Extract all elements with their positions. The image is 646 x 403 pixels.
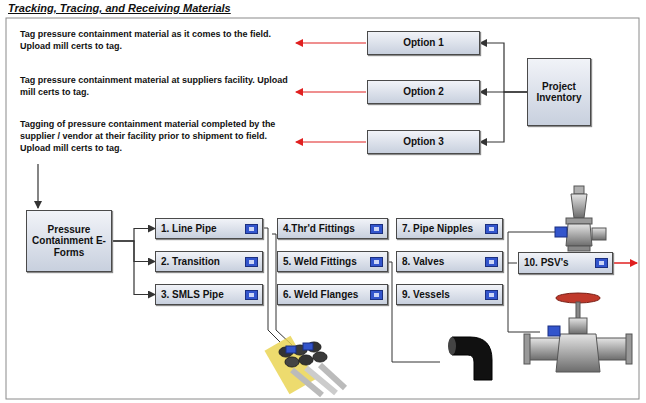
tag-icon	[485, 224, 498, 234]
box-label: Option 1	[403, 37, 444, 49]
tag-icon	[370, 257, 383, 267]
gate-valve	[524, 293, 632, 372]
tag-icon	[485, 290, 498, 300]
red-arrow	[296, 91, 366, 92]
red-arrow	[296, 42, 366, 43]
inventory-box: Project Inventory	[527, 58, 591, 126]
box-label: 6. Weld Flanges	[283, 289, 358, 301]
connector-arrow	[480, 92, 527, 142]
box-label: 7. Pipe Nipples	[402, 223, 473, 235]
material-box: 10. PSV's	[518, 252, 613, 274]
instruction-note: Tag pressure containment material at sup…	[20, 74, 292, 98]
option-box: Option 3	[367, 130, 480, 154]
connector-arrow	[112, 229, 155, 242]
leader-line	[387, 262, 440, 362]
red-arrow	[296, 141, 366, 142]
tag-icon	[245, 290, 258, 300]
tag-icon	[370, 290, 383, 300]
box-label: 1. Line Pipe	[161, 223, 217, 235]
box-label: 8. Valves	[402, 256, 444, 268]
tag-icon	[595, 258, 608, 268]
option-box: Option 2	[367, 80, 480, 104]
box-label: 5. Weld Fittings	[283, 256, 357, 268]
box-label: Project Inventory	[528, 81, 590, 104]
box-label: Pressure Containment E-Forms	[27, 224, 111, 259]
option-box: Option 1	[367, 31, 480, 55]
box-label: 4.Thr'd Fittings	[283, 223, 355, 235]
material-box: 1. Line Pipe	[155, 218, 263, 239]
tag-icon	[485, 257, 498, 267]
box-label: Option 2	[403, 86, 444, 98]
pipe-bundle	[265, 336, 345, 395]
red-arrow	[613, 262, 637, 264]
material-box: 5. Weld Fittings	[277, 251, 388, 272]
box-label: 3. SMLS Pipe	[161, 289, 224, 301]
box-label: Option 3	[403, 136, 444, 148]
connector-arrow	[480, 43, 527, 92]
eforms-box: Pressure Containment E-Forms	[26, 210, 112, 272]
instruction-note: Tagging of pressure containment material…	[20, 118, 292, 154]
material-box: 3. SMLS Pipe	[155, 284, 263, 305]
tag-icon	[245, 257, 258, 267]
material-box: 6. Weld Flanges	[277, 284, 388, 305]
material-box: 2. Transition	[155, 251, 263, 272]
connector-arrow	[112, 241, 155, 295]
material-box: 8. Valves	[396, 251, 503, 272]
weld-elbow	[448, 337, 492, 380]
box-label: 9. Vessels	[402, 289, 450, 301]
material-box: 4.Thr'd Fittings	[277, 218, 388, 239]
instruction-note: Tag pressure containment material as it …	[20, 28, 292, 52]
psv-valve	[555, 186, 606, 251]
outer-frame	[6, 18, 639, 399]
box-label: 2. Transition	[161, 256, 220, 268]
box-label: 10. PSV's	[524, 257, 569, 269]
material-box: 7. Pipe Nipples	[396, 218, 503, 239]
material-box: 9. Vessels	[396, 284, 503, 305]
diagram-title: Tracking, Tracing, and Receiving Materia…	[8, 2, 231, 14]
leader-arrow	[37, 164, 38, 208]
tag-icon	[370, 224, 383, 234]
tag-icon	[245, 224, 258, 234]
